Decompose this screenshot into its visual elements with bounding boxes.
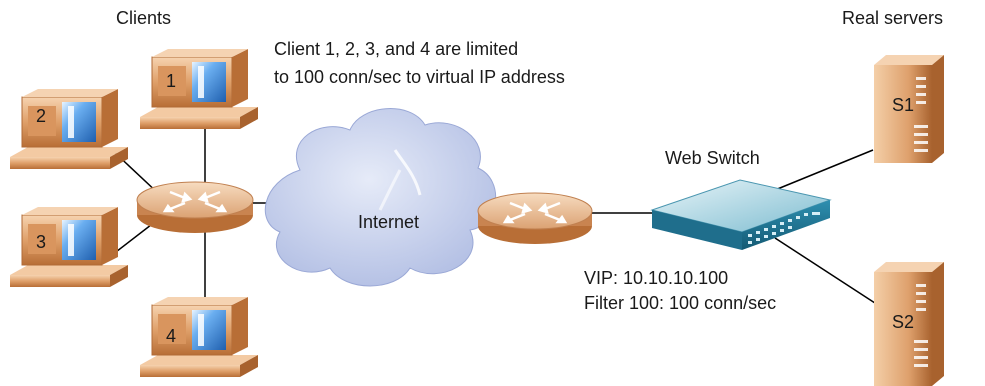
link-switch-s2 — [774, 237, 879, 306]
client-1 — [140, 49, 258, 129]
filter-label: Filter 100: 100 conn/sec — [584, 293, 777, 313]
client-3 — [10, 207, 128, 287]
web-switch — [650, 179, 832, 250]
router-clients — [136, 181, 254, 233]
client-4-number: 4 — [166, 326, 177, 346]
client-2 — [10, 89, 128, 169]
link-switch-s1 — [774, 149, 874, 191]
client-1-number: 1 — [166, 71, 177, 91]
clients-header: Clients — [116, 8, 172, 28]
client-2-number: 2 — [36, 106, 47, 126]
web-switch-label: Web Switch — [665, 148, 760, 168]
client-4 — [140, 297, 258, 377]
client-3-number: 3 — [36, 232, 47, 252]
router-servers — [477, 192, 593, 244]
internet-cloud — [264, 108, 497, 287]
vip-label: VIP: 10.10.10.100 — [584, 268, 729, 288]
servers-header: Real servers — [842, 8, 944, 28]
server-s1-label: S1 — [892, 95, 915, 115]
server-s2 — [874, 262, 944, 386]
server-s1 — [874, 55, 944, 163]
limit-note-line2: to 100 conn/sec to virtual IP address — [274, 67, 565, 87]
server-s2-label: S2 — [892, 312, 915, 332]
limit-note-line1: Client 1, 2, 3, and 4 are limited — [274, 39, 519, 59]
internet-label: Internet — [358, 212, 420, 232]
